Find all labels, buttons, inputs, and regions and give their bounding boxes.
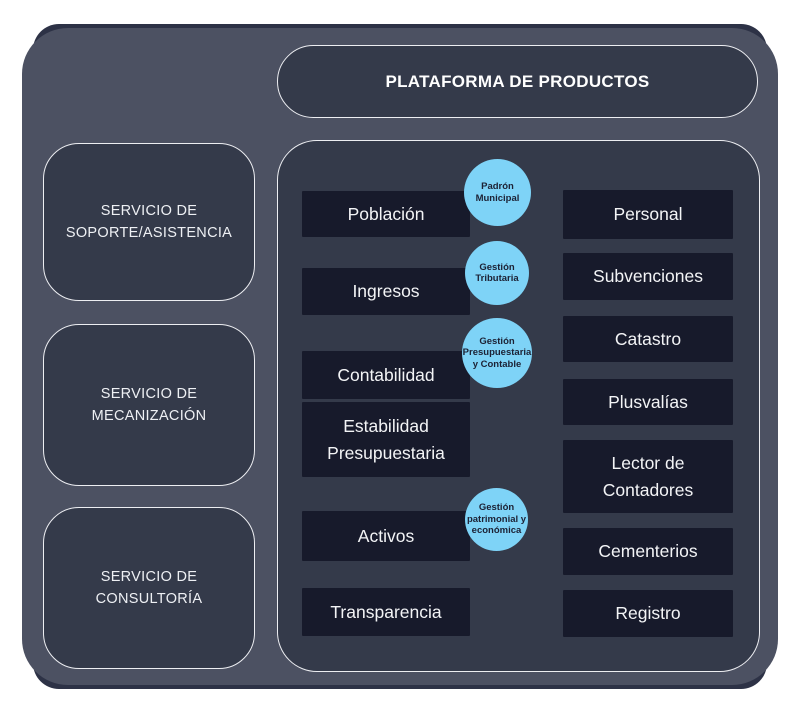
service-label: SERVICIO DE MECANIZACIÓN — [91, 385, 207, 424]
bubble-gestion-presupuestaria-contable: Gestión Presupuestaria y Contable — [462, 318, 532, 388]
product-label: Transparencia — [330, 601, 442, 622]
service-box-mecanizacion: SERVICIO DE MECANIZACIÓN — [43, 324, 255, 486]
product-box-personal: Personal — [563, 190, 733, 239]
product-label: Personal — [613, 204, 683, 225]
product-box-plusvalias: Plusvalías — [563, 379, 733, 425]
bubble-padron-municipal: Padrón Municipal — [464, 159, 531, 226]
product-box-transparencia: Transparencia — [302, 588, 470, 636]
product-label: Contabilidad — [337, 364, 435, 385]
product-box-estabilidad-presupuestaria: Estabilidad Presupuestaria — [302, 402, 470, 477]
bubble-label: Gestión Tributaria — [475, 261, 519, 284]
product-box-cementerios: Cementerios — [563, 528, 733, 575]
product-label: Cementerios — [598, 541, 698, 562]
service-box-soporte-asistencia: SERVICIO DE SOPORTE/ASISTENCIA — [43, 143, 255, 301]
product-label: Estabilidad Presupuestaria — [327, 416, 445, 463]
product-label: Subvenciones — [593, 266, 703, 287]
bubble-label: Gestión patrimonial y económica — [466, 502, 527, 537]
product-box-lector-de-contadores: Lector de Contadores — [563, 440, 733, 513]
product-label: Activos — [357, 525, 415, 546]
product-label: Ingresos — [352, 281, 420, 302]
product-label: Población — [347, 203, 425, 224]
service-box-consultoria: SERVICIO DE CONSULTORÍA — [43, 507, 255, 669]
product-box-contabilidad: Contabilidad — [302, 351, 470, 399]
product-box-registro: Registro — [563, 590, 733, 637]
product-label: Catastro — [614, 328, 682, 349]
product-box-catastro: Catastro — [563, 316, 733, 362]
product-box-poblacion: Población — [302, 191, 470, 237]
diagram-title-pill: PLATAFORMA DE PRODUCTOS — [277, 45, 758, 118]
product-label: Plusvalías — [608, 391, 688, 412]
product-label: Lector de Contadores — [602, 453, 694, 500]
product-box-subvenciones: Subvenciones — [563, 253, 733, 300]
bubble-gestion-patrimonial-economica: Gestión patrimonial y económica — [465, 488, 528, 551]
diagram-title: PLATAFORMA DE PRODUCTOS — [385, 71, 650, 91]
bubble-label: Gestión Presupuestaria y Contable — [462, 335, 532, 370]
product-label: Registro — [615, 603, 681, 624]
bubble-gestion-tributaria: Gestión Tributaria — [465, 241, 529, 305]
product-box-activos: Activos — [302, 511, 470, 561]
service-label: SERVICIO DE CONSULTORÍA — [95, 568, 203, 607]
product-box-ingresos: Ingresos — [302, 268, 470, 315]
service-label: SERVICIO DE SOPORTE/ASISTENCIA — [65, 202, 233, 241]
bubble-label: Padrón Municipal — [475, 181, 520, 204]
